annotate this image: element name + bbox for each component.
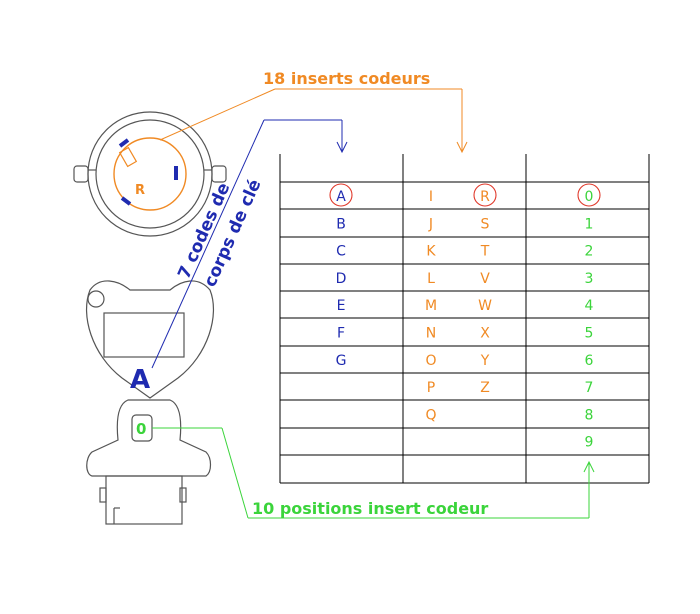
insert-position-column: 0 1 2 3 4 5 6 7 8 9: [585, 189, 594, 451]
table-cell: J: [428, 216, 433, 232]
table-cell: 8: [585, 407, 594, 423]
table-cell: P: [427, 380, 435, 396]
table-cell: L: [427, 271, 435, 287]
table-cell: 9: [585, 435, 594, 451]
ring-letter: R: [135, 183, 145, 198]
inserts-callout: [159, 88, 468, 154]
table-cell: 6: [585, 353, 594, 369]
table-cell: Q: [425, 407, 436, 423]
table-cell: 7: [585, 380, 594, 396]
highlight-circle-col1: [329, 183, 353, 207]
table-cell: 0: [585, 189, 594, 205]
table-cell: W: [478, 298, 492, 314]
table-cell: I: [429, 189, 433, 205]
table-cell: N: [426, 326, 436, 342]
table-cell: 4: [585, 298, 594, 314]
table-cell: G: [336, 353, 347, 369]
key-body-letter: A: [130, 365, 150, 395]
table-cell: C: [336, 244, 346, 260]
inserts-label: 18 inserts codeurs: [263, 69, 430, 88]
table-cell: Y: [480, 353, 490, 369]
table-cell: Z: [480, 380, 490, 396]
table-cell: S: [481, 216, 490, 232]
insert-digit: 0: [136, 420, 146, 438]
table-cell: B: [336, 216, 346, 232]
highlight-circle-col2: [473, 183, 497, 207]
key-drawing: [86, 280, 214, 525]
table-cell: 1: [585, 216, 594, 232]
cylinder-ring-drawing: [73, 111, 227, 237]
table-cell: M: [425, 298, 437, 314]
positions-label: 10 positions insert codeur: [252, 499, 488, 518]
table-cell: A: [336, 189, 346, 205]
table-cell: R: [480, 189, 490, 205]
highlight-circle-col3: [577, 183, 601, 207]
table-cell: F: [337, 326, 345, 342]
body-codes-callout: [151, 119, 348, 369]
table-cell: X: [480, 326, 490, 342]
code-table: [279, 154, 650, 484]
positions-callout: [152, 427, 595, 519]
table-cell: 5: [585, 326, 594, 342]
table-cell: T: [480, 244, 490, 260]
table-cell: K: [426, 244, 436, 260]
table-cell: 2: [585, 244, 594, 260]
table-cell: V: [480, 271, 490, 287]
table-cell: 3: [585, 271, 594, 287]
table-cell: D: [336, 271, 347, 287]
table-cell: O: [425, 353, 436, 369]
table-cell: E: [337, 298, 346, 314]
